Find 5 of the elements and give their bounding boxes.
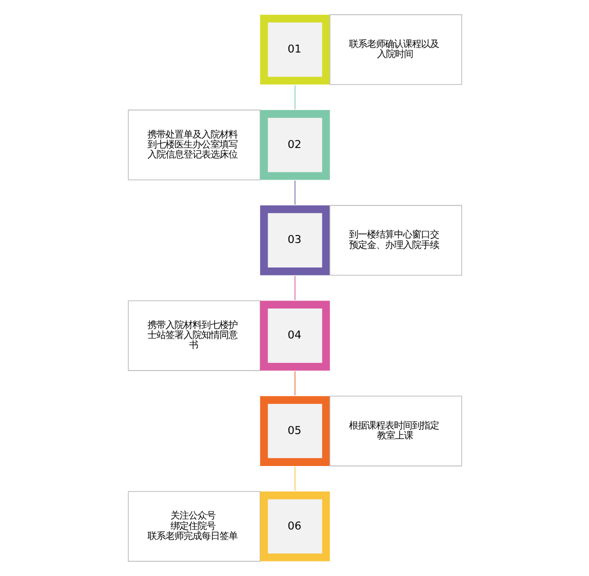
connector: [294, 276, 295, 300]
connector: [294, 84, 295, 110]
connector: [294, 466, 295, 492]
connector: [294, 180, 295, 206]
connector: [294, 370, 295, 396]
